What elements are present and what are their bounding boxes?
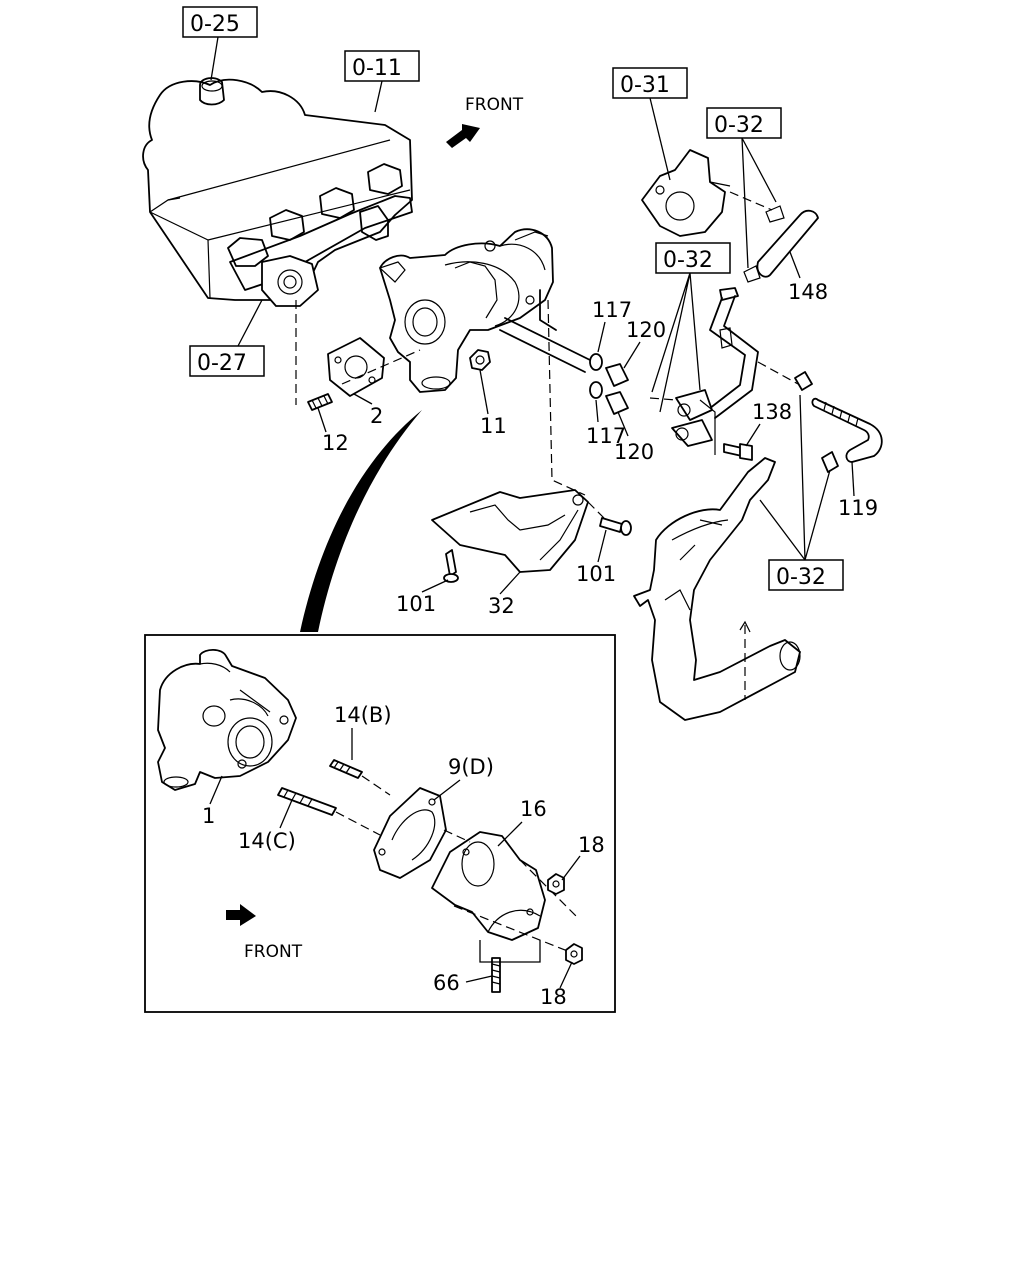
water-pipe-drawing: [649, 287, 799, 455]
gasket-2-drawing: [327, 337, 385, 397]
hose-119-drawing: [811, 397, 883, 463]
svg-text:0-27: 0-27: [197, 351, 247, 376]
label-101-right: 101: [576, 562, 616, 586]
label-117-top: 117: [592, 298, 632, 322]
label-32: 32: [488, 594, 515, 618]
inset-elbow-16-drawing: [431, 831, 546, 941]
label-12: 12: [322, 431, 349, 455]
ref-box-0-32-top: 0-32: [706, 107, 782, 139]
label-120-bottom: 120: [614, 440, 654, 464]
detail-arrow: [300, 410, 422, 632]
inset-nut-18-bottom-drawing: [565, 943, 583, 965]
label-11: 11: [480, 414, 507, 438]
turbocharger-drawing: [378, 228, 554, 393]
svg-text:0-11: 0-11: [352, 56, 402, 81]
bolt-120-drawing: [605, 363, 629, 415]
svg-text:0-25: 0-25: [190, 12, 240, 37]
ref-box-0-32-bottom: 0-32: [768, 559, 844, 591]
label-16: 16: [520, 797, 547, 821]
lower-hose-drawing: [633, 457, 801, 721]
label-101-left: 101: [396, 592, 436, 616]
ref-box-0-32-mid: 0-32: [655, 242, 731, 274]
label-2: 2: [370, 404, 383, 428]
label-18-bottom: 18: [540, 985, 567, 1009]
washer-117-drawing: [589, 353, 603, 399]
ref-box-0-27: 0-27: [189, 345, 265, 377]
inset-stud-66-drawing: [491, 957, 501, 993]
label-138: 138: [752, 400, 792, 424]
inset-turbocharger-drawing: [157, 648, 297, 791]
label-66: 66: [433, 971, 460, 995]
engine-block-drawing: [142, 77, 413, 307]
inset-gasket-9d-drawing: [373, 787, 447, 879]
nut-11-drawing: [469, 349, 491, 371]
front-label-inset: FRONT: [244, 942, 303, 962]
thermostat-housing-drawing: [641, 149, 773, 237]
inset-nut-18-top-drawing: [547, 873, 565, 895]
front-arrow-icon: [446, 124, 480, 148]
ref-box-0-25: 0-25: [182, 6, 258, 38]
label-9d: 9(D): [448, 755, 494, 779]
clamp-drawing: [794, 371, 839, 473]
svg-text:0-31: 0-31: [620, 73, 670, 98]
label-14b: 14(B): [334, 703, 392, 727]
bolt-138-drawing: [723, 443, 753, 461]
ref-box-0-31: 0-31: [612, 67, 688, 99]
svg-text:0-32: 0-32: [776, 565, 826, 590]
front-label-main: FRONT: [465, 95, 524, 115]
svg-text:0-32: 0-32: [663, 248, 713, 273]
label-119: 119: [838, 496, 878, 520]
label-14c: 14(C): [238, 829, 296, 853]
label-1: 1: [202, 804, 215, 828]
label-117-bottom: 117: [586, 424, 626, 448]
label-120-top: 120: [626, 318, 666, 342]
inset-front-arrow-icon: [226, 904, 256, 926]
inset-stud-14c-drawing: [277, 787, 337, 816]
svg-text:0-32: 0-32: [714, 113, 764, 138]
label-18-top: 18: [578, 833, 605, 857]
hose-148-drawing: [743, 205, 819, 283]
stud-12-drawing: [307, 393, 333, 411]
bracket-32-drawing: [431, 489, 589, 573]
label-148: 148: [788, 280, 828, 304]
inset-stud-14b-drawing: [329, 759, 363, 779]
ref-box-0-11: 0-11: [344, 50, 420, 82]
